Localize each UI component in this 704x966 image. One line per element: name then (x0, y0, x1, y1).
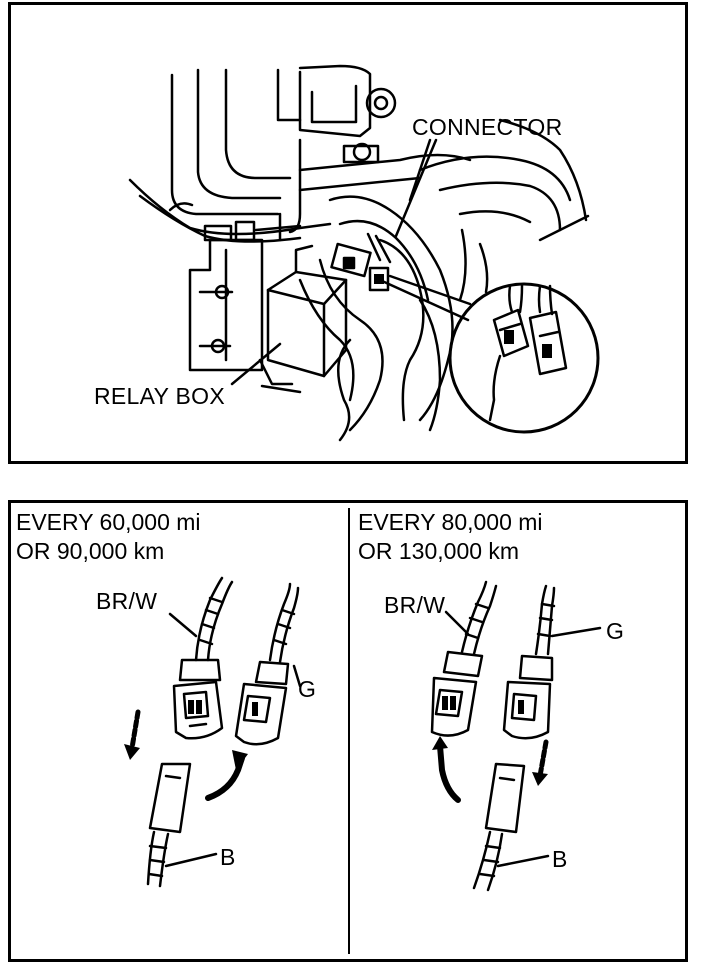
right-g-connector (502, 584, 556, 740)
left-b-connector (146, 762, 192, 888)
connector-label: CONNECTOR (412, 114, 563, 140)
right-g-label: G (606, 618, 625, 644)
left-interval-line2: OR 90,000 km (16, 538, 165, 564)
right-down-arrow-icon (537, 739, 549, 779)
relay-box-leader (230, 342, 282, 386)
left-interval-line1: EVERY 60,000 mi (16, 509, 201, 535)
harness-bundle (328, 195, 454, 422)
left-g-label: G (298, 676, 317, 702)
connector-body (330, 242, 372, 278)
left-curved-up-arrow-icon (205, 755, 245, 801)
left-g-connector (234, 582, 300, 746)
inset-plug-left (492, 308, 530, 358)
right-b-connector (472, 762, 526, 892)
bracket (188, 238, 264, 372)
inset-plug-right (528, 310, 568, 376)
left-down-arrow-icon (129, 709, 141, 751)
right-curved-up-arrow-icon (437, 743, 461, 803)
relay-box-label: RELAY BOX (94, 383, 225, 409)
left-b-label: B (220, 844, 236, 870)
right-brw-label: BR/W (384, 592, 446, 618)
connector-small (368, 266, 390, 292)
zoom-inset-circle (448, 282, 600, 434)
connector-leader (394, 138, 438, 238)
right-b-label: B (552, 846, 568, 872)
left-brw-connector (172, 576, 234, 740)
service-interval-panel (8, 500, 688, 962)
right-interval-line1: EVERY 80,000 mi (358, 509, 543, 535)
engine-bay-illustration-panel (8, 2, 688, 464)
engine-bay-drawing (128, 64, 600, 442)
bolt-circle (365, 87, 397, 119)
left-brw-label: BR/W (96, 588, 158, 614)
left-cable (128, 178, 332, 236)
right-brw-connector (430, 580, 498, 737)
inset-pointer (378, 278, 470, 322)
right-interval-line2: OR 130,000 km (358, 538, 520, 564)
housing-outline (170, 73, 280, 216)
panel-divider (348, 508, 350, 954)
